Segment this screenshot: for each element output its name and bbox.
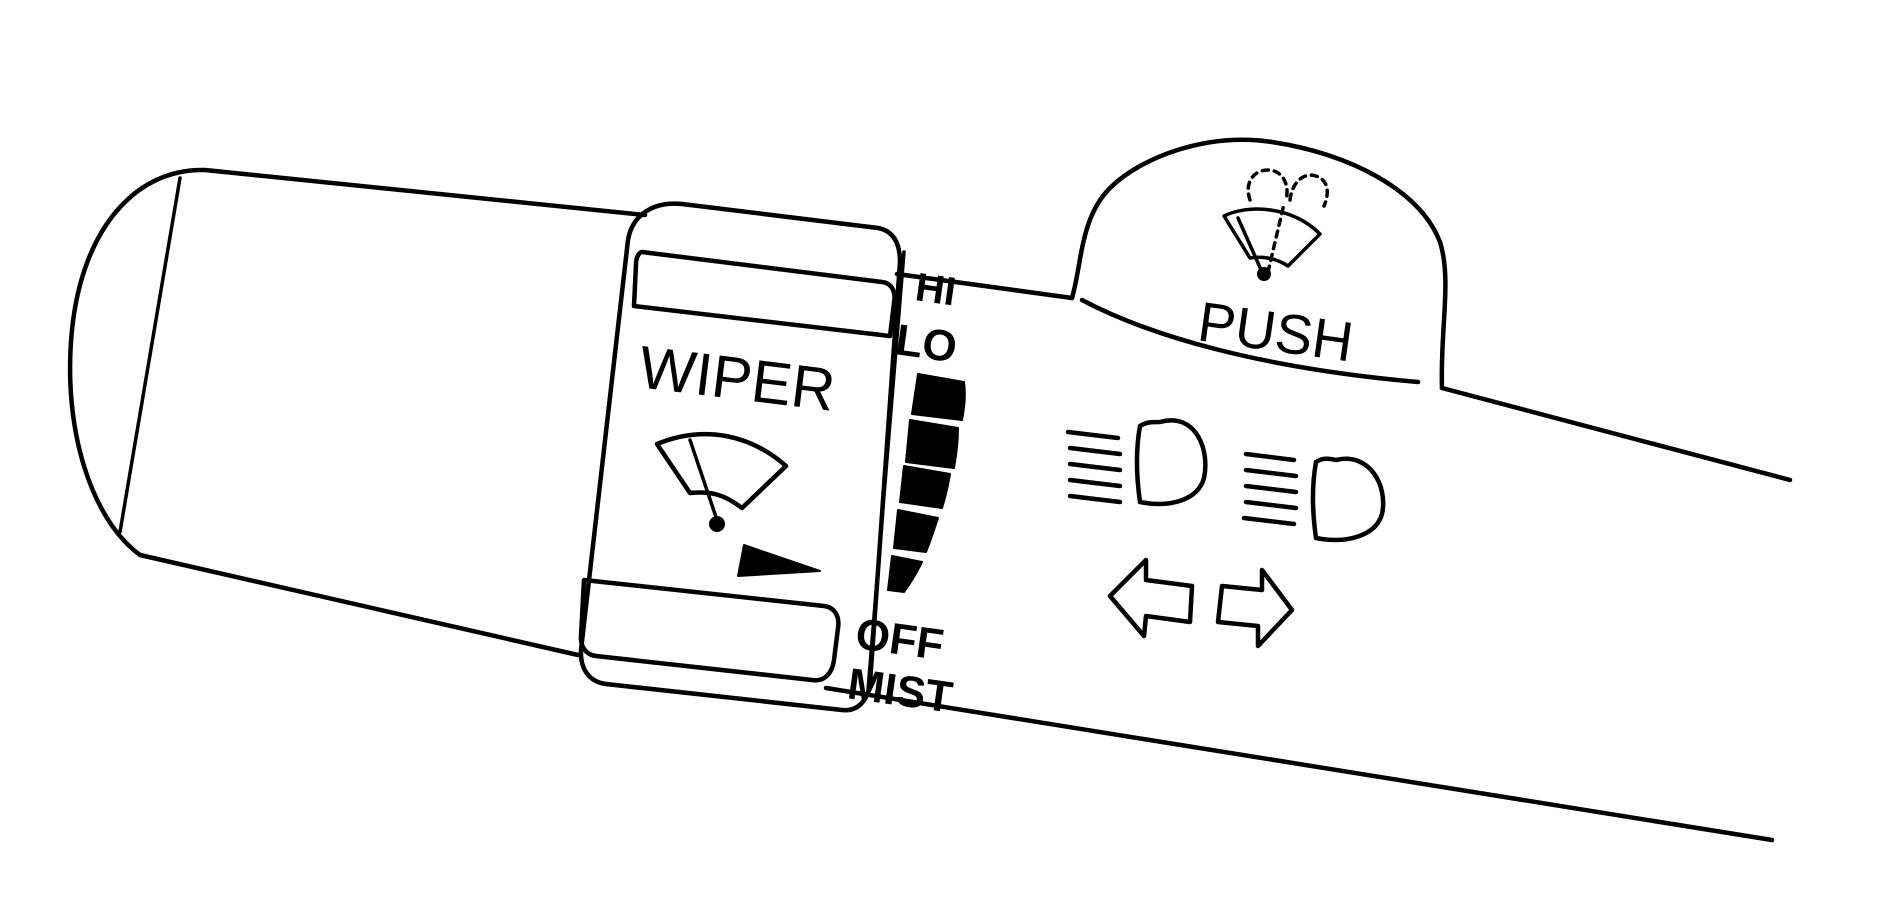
band-separator (866, 250, 906, 692)
wiper-speed-wedge-icon (737, 544, 821, 577)
label-off: OFF (853, 609, 947, 670)
wiper-symbol-icon (654, 431, 789, 532)
label-off-group: OFF (853, 609, 947, 670)
stalk-body (67, 167, 1793, 843)
wiper-rotary-band[interactable] (578, 201, 903, 713)
label-hi: HI (913, 265, 959, 314)
label-push-group: PUSH (1194, 289, 1357, 373)
push-button[interactable]: PUSH (1069, 137, 1448, 391)
label-wiper-group: WIPER (635, 333, 838, 423)
washer-wiper-icon (1222, 168, 1330, 281)
label-push: PUSH (1194, 289, 1357, 373)
turn-right-arrow-icon (1215, 567, 1295, 649)
turn-left-arrow-icon (1107, 557, 1195, 639)
label-wiper: WIPER (635, 333, 838, 423)
label-lo: LO (893, 315, 960, 372)
label-lo-group: LO (893, 315, 960, 372)
low-beam-icon (1065, 418, 1208, 507)
wiper-speed-scale (887, 373, 966, 593)
label-hi-group: HI (913, 265, 959, 314)
high-beam-icon (1241, 451, 1386, 543)
